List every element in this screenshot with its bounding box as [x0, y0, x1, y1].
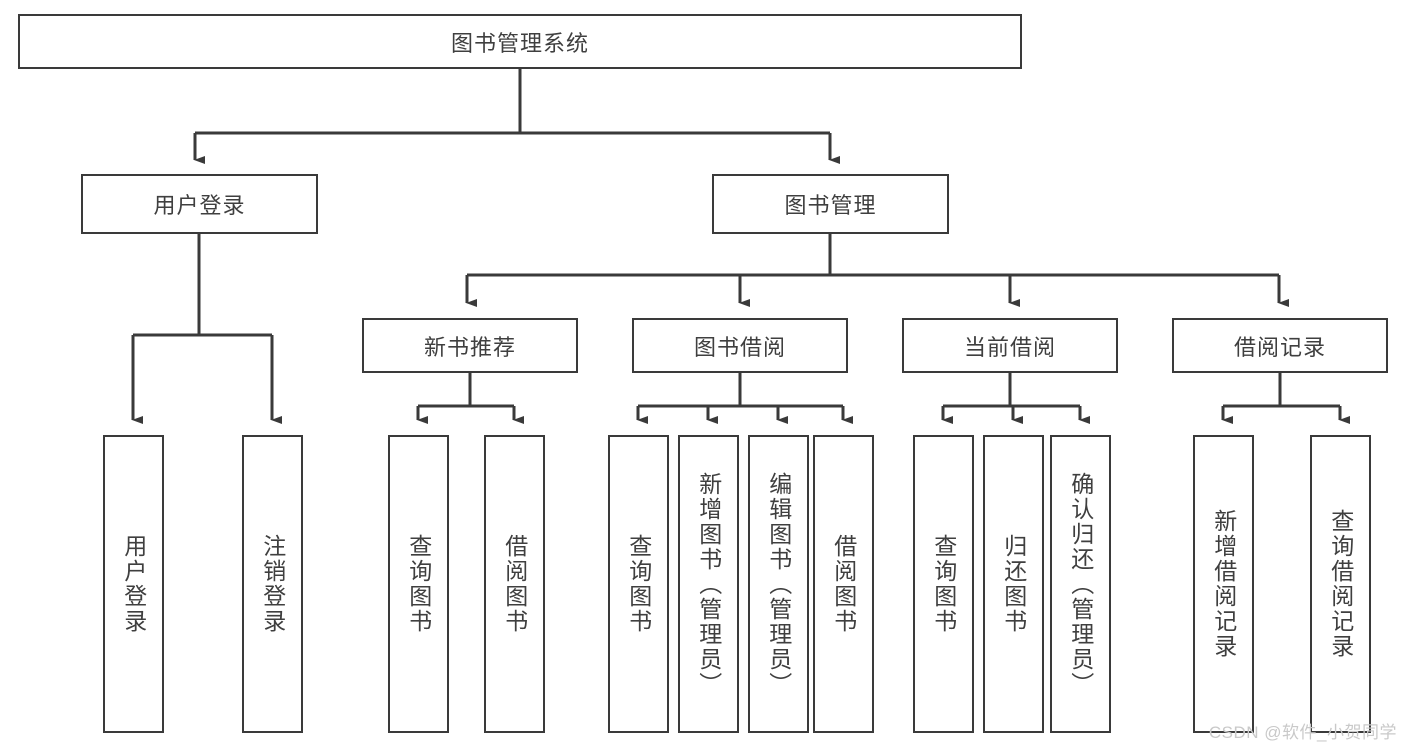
node-current-borrow[interactable]: 当前借阅 — [902, 318, 1118, 373]
node-user-login[interactable]: 用户登录 — [81, 174, 318, 234]
node-label: 当前借阅 — [963, 334, 1056, 360]
node-label: 新增借阅记录 — [1210, 509, 1237, 659]
watermark: CSDN @软件_小贺同学 — [1208, 723, 1397, 742]
node-borrow-record[interactable]: 借阅记录 — [1172, 318, 1388, 373]
node-label: 查询借阅记录 — [1327, 509, 1354, 659]
node-label: 新增图书（管理员） — [695, 471, 722, 697]
leaf-borrow-add-book-admin[interactable]: 新增图书（管理员） — [678, 435, 739, 733]
leaf-record-query-record[interactable]: 查询借阅记录 — [1310, 435, 1371, 733]
node-label: 图书管理系统 — [450, 30, 589, 56]
leaf-borrow-edit-book-admin[interactable]: 编辑图书（管理员） — [748, 435, 809, 733]
node-label: 图书借阅 — [693, 334, 786, 360]
node-label: 用户登录 — [153, 193, 246, 218]
node-label: 归还图书 — [1000, 534, 1027, 634]
leaf-current-query-book[interactable]: 查询图书 — [913, 435, 974, 733]
node-label: 编辑图书（管理员） — [765, 471, 792, 697]
node-book-management[interactable]: 图书管理 — [712, 174, 949, 234]
leaf-current-return-book[interactable]: 归还图书 — [983, 435, 1044, 733]
node-label: 新书推荐 — [423, 334, 516, 360]
node-new-book-recommend[interactable]: 新书推荐 — [362, 318, 578, 373]
node-book-borrow[interactable]: 图书借阅 — [632, 318, 848, 373]
leaf-borrow-query-book[interactable]: 查询图书 — [608, 435, 669, 733]
node-label: 查询图书 — [405, 534, 432, 634]
node-label: 查询图书 — [930, 534, 957, 634]
node-label: 用户登录 — [120, 534, 147, 634]
leaf-recommend-query-book[interactable]: 查询图书 — [388, 435, 449, 733]
node-root-system[interactable]: 图书管理系统 — [18, 14, 1022, 69]
leaf-current-confirm-return-admin[interactable]: 确认归还（管理员） — [1050, 435, 1111, 733]
leaf-recommend-borrow-book[interactable]: 借阅图书 — [484, 435, 545, 733]
node-label: 借阅记录 — [1233, 334, 1326, 360]
node-label: 借阅图书 — [830, 534, 857, 634]
leaf-borrow-borrow-book[interactable]: 借阅图书 — [813, 435, 874, 733]
leaf-record-add-record[interactable]: 新增借阅记录 — [1193, 435, 1254, 733]
node-label: 查询图书 — [625, 534, 652, 634]
node-label: 注销登录 — [259, 534, 286, 634]
leaf-user-login-login[interactable]: 用户登录 — [103, 435, 164, 733]
node-label: 图书管理 — [784, 193, 877, 218]
leaf-user-login-logout[interactable]: 注销登录 — [242, 435, 303, 733]
node-label: 确认归还（管理员） — [1067, 471, 1094, 697]
node-label: 借阅图书 — [501, 534, 528, 634]
